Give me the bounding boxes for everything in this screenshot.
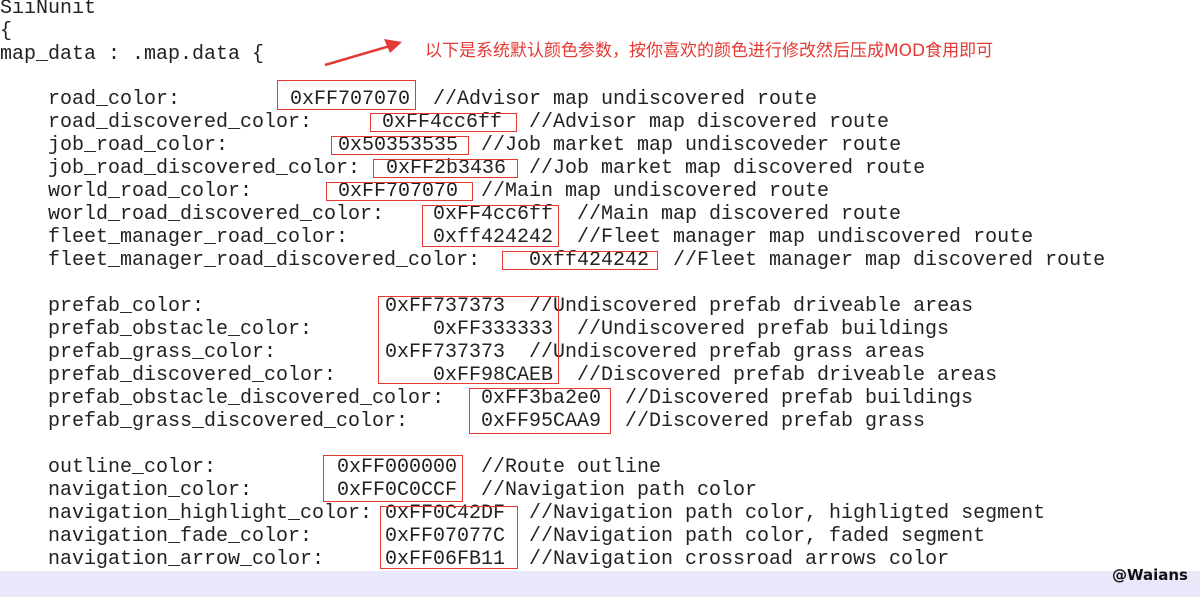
config-value: 0xFF0C42DF	[385, 502, 506, 525]
config-key: job_road_color:	[48, 134, 229, 157]
config-key: prefab_discovered_color:	[48, 364, 337, 387]
highlight-box	[326, 182, 473, 201]
watermark: @Waians	[1111, 566, 1188, 584]
config-value: 0xff424242	[433, 226, 554, 249]
config-comment: //Discovered prefab buildings	[625, 387, 974, 410]
arrow-icon	[324, 39, 402, 67]
config-comment: //Undiscovered prefab driveable areas	[529, 295, 974, 318]
file-header: SiiNunit	[0, 0, 97, 20]
config-key: navigation_highlight_color:	[48, 502, 373, 525]
config-comment: //Route outline	[481, 456, 662, 479]
config-key: job_road_discovered_color:	[48, 157, 361, 180]
annotation-note: 以下是系统默认颜色参数，按你喜欢的颜色进行修改然后压成MOD食用即可	[425, 41, 994, 61]
config-key: prefab_grass_color:	[48, 341, 277, 364]
config-key: fleet_manager_road_discovered_color:	[48, 249, 481, 272]
config-value: 0xff424242	[529, 249, 650, 272]
config-key: prefab_color:	[48, 295, 205, 318]
config-comment: //Main map discovered route	[577, 203, 902, 226]
config-value: 0xFF2b3436	[386, 157, 507, 180]
highlight-box	[380, 506, 518, 569]
highlight-box	[422, 205, 559, 247]
highlight-box	[331, 136, 469, 155]
open-brace: {	[0, 20, 13, 43]
map-data-declaration: map_data : .map.data {	[0, 43, 265, 66]
config-value: 0xFF3ba2e0	[481, 387, 602, 410]
config-value: 0xFF0C0CCF	[337, 479, 458, 502]
config-key: world_road_discovered_color:	[48, 203, 385, 226]
config-key: prefab_obstacle_color:	[48, 318, 313, 341]
config-key: road_color:	[48, 88, 181, 111]
config-value: 0xFF98CAEB	[433, 364, 554, 387]
config-comment: //Main map undiscovered route	[481, 180, 830, 203]
config-comment: //Advisor map discovered route	[529, 111, 890, 134]
highlight-box	[277, 80, 416, 110]
config-value: 0xFF000000	[337, 456, 458, 479]
config-comment: //Navigation path color, faded segment	[529, 525, 986, 548]
config-key: road_discovered_color:	[48, 111, 313, 134]
config-comment: //Navigation path color	[481, 479, 758, 502]
highlight-box	[373, 159, 518, 178]
config-value: 0xFF95CAA9	[481, 410, 602, 433]
config-value: 0xFF4cc6ff	[382, 111, 503, 134]
config-value: 0xFF707070	[290, 88, 411, 111]
config-key: prefab_grass_discovered_color:	[48, 410, 409, 433]
config-key: world_road_color:	[48, 180, 253, 203]
config-value: 0xFF707070	[338, 180, 459, 203]
bottom-bar	[0, 571, 1200, 597]
config-value: 0xFF06FB11	[385, 548, 506, 571]
config-key: navigation_color:	[48, 479, 253, 502]
config-value: 0xFF333333	[433, 318, 554, 341]
config-comment: //Undiscovered prefab buildings	[577, 318, 950, 341]
highlight-box	[378, 296, 559, 384]
config-key: navigation_arrow_color:	[48, 548, 325, 571]
config-value: 0xFF4cc6ff	[433, 203, 554, 226]
config-comment: //Undiscovered prefab grass areas	[529, 341, 926, 364]
highlight-box	[469, 388, 611, 434]
config-key: prefab_obstacle_discovered_color:	[48, 387, 445, 410]
config-comment: //Navigation path color, highligted segm…	[529, 502, 1046, 525]
highlight-box	[323, 455, 463, 502]
highlight-box	[370, 113, 517, 132]
config-comment: //Discovered prefab grass	[625, 410, 926, 433]
config-key: navigation_fade_color:	[48, 525, 313, 548]
config-key: outline_color:	[48, 456, 217, 479]
config-value: 0xFF07077C	[385, 525, 506, 548]
config-comment: //Advisor map undiscovered route	[433, 88, 818, 111]
config-comment: //Fleet manager map undiscovered route	[577, 226, 1034, 249]
highlight-box	[502, 251, 658, 270]
config-comment: //Navigation crossroad arrows color	[529, 548, 950, 571]
config-comment: //Job market map undiscoveder route	[481, 134, 902, 157]
config-value: 0x50353535	[338, 134, 459, 157]
config-value: 0xFF737373	[385, 341, 506, 364]
config-comment: //Discovered prefab driveable areas	[577, 364, 998, 387]
config-comment: //Fleet manager map discovered route	[673, 249, 1106, 272]
config-key: fleet_manager_road_color:	[48, 226, 349, 249]
config-comment: //Job market map discovered route	[529, 157, 926, 180]
config-value: 0xFF737373	[385, 295, 506, 318]
